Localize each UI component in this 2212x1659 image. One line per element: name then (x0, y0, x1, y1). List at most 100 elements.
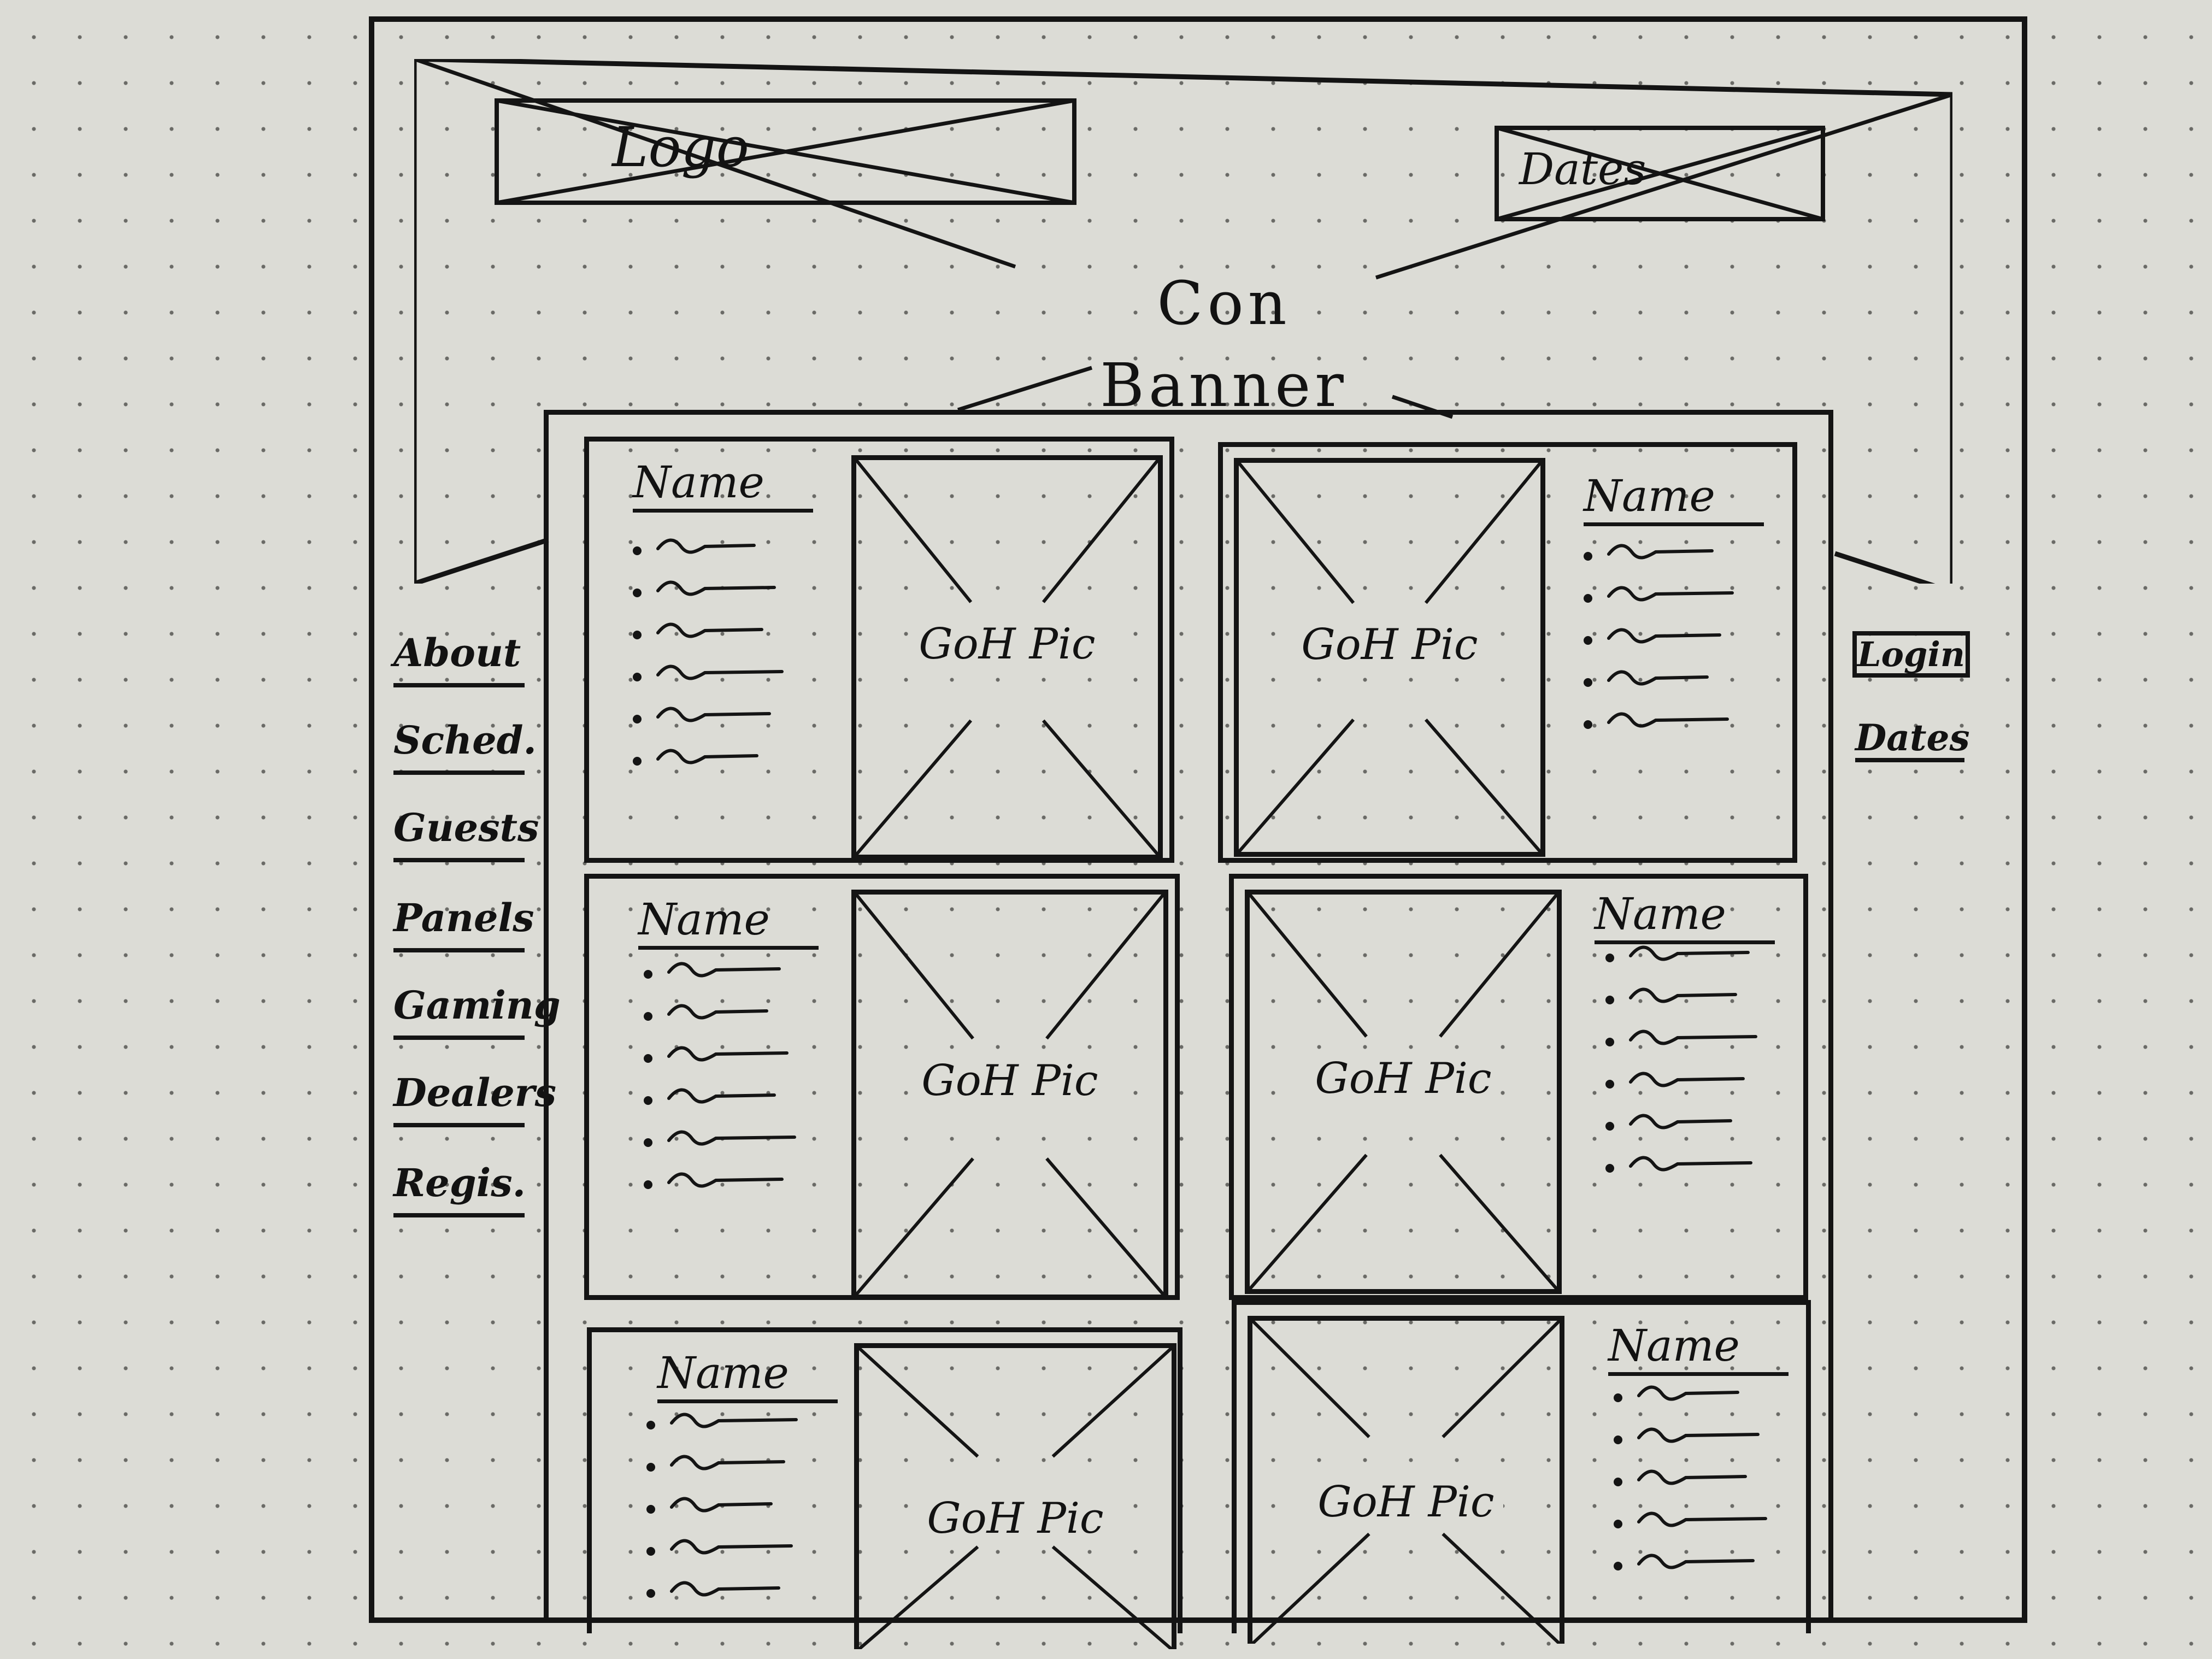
nav-link-guests[interactable]: Guests (393, 798, 539, 862)
bullet-dot (1614, 1393, 1622, 1402)
placeholder-text-squiggle (670, 1539, 793, 1555)
guest-details-list (1584, 540, 1758, 750)
detail-item (1584, 582, 1758, 624)
guest-details-list (646, 1409, 821, 1619)
detail-item (644, 1000, 819, 1042)
guest-name: Name (633, 452, 813, 513)
detail-item (646, 1409, 821, 1451)
placeholder-text-squiggle (670, 1455, 785, 1470)
bullet-dot (646, 1421, 655, 1429)
nav-link-dealers[interactable]: Dealers (393, 1063, 556, 1127)
goh-pic-placeholder: GoH Pic (1234, 458, 1545, 857)
placeholder-text-squiggle (1629, 1072, 1745, 1087)
detail-item (1605, 1110, 1780, 1152)
nav-link-schedule[interactable]: Sched. (393, 710, 537, 775)
guest-card[interactable]: GoH Pic Name (1218, 442, 1797, 863)
bullet-dot (644, 1138, 652, 1147)
goh-pic-placeholder: GoH Pic (851, 455, 1163, 860)
bullet-dot (1614, 1520, 1622, 1528)
guest-name: Name (1608, 1316, 1789, 1376)
placeholder-text-squiggle (667, 962, 781, 978)
goh-pic-placeholder: GoH Pic (1245, 890, 1562, 1294)
goh-pic-label: GoH Pic (1309, 1475, 1503, 1528)
placeholder-cross (856, 460, 1158, 855)
dates-link[interactable]: Dates (1855, 713, 1970, 762)
placeholder-text-squiggle (667, 1172, 784, 1188)
logo-label: Logo (612, 115, 749, 179)
detail-item (646, 1451, 821, 1493)
placeholder-text-squiggle (667, 1130, 796, 1146)
banner-title: Con Banner (1100, 268, 1348, 420)
guest-card[interactable]: GoH Pic Name (1232, 1300, 1811, 1644)
detail-item (633, 576, 808, 619)
detail-item (1614, 1508, 1789, 1550)
detail-item (1584, 666, 1758, 708)
guest-card[interactable]: GoH Pic Name (1229, 874, 1808, 1300)
placeholder-text-squiggle (1637, 1511, 1767, 1527)
placeholder-text-squiggle (667, 1088, 776, 1104)
bullet-dot (1605, 1164, 1614, 1173)
goh-pic-label: GoH Pic (918, 1492, 1113, 1545)
placeholder-text-squiggle (1607, 586, 1734, 602)
detail-item (1584, 624, 1758, 666)
bullet-dot (646, 1463, 655, 1472)
placeholder-cross (1239, 463, 1540, 852)
placeholder-text-squiggle (1637, 1427, 1760, 1443)
placeholder-text-squiggle (1637, 1554, 1755, 1569)
bullet-dot (1605, 996, 1614, 1004)
bullet-dot (633, 589, 642, 597)
guest-name: Name (657, 1343, 838, 1403)
detail-item (1584, 708, 1758, 750)
guest-name: Name (638, 890, 819, 950)
nav-link-panels[interactable]: Panels (393, 888, 534, 952)
guest-details-list (1605, 942, 1780, 1194)
nav-link-about[interactable]: About (393, 623, 525, 687)
placeholder-text-squiggle (656, 749, 758, 764)
main-content: Name GoH Pic GoH Pic Name Name GoH Pic G… (544, 410, 1833, 1649)
bullet-dot (633, 757, 642, 766)
bullet-dot (1614, 1478, 1622, 1486)
placeholder-text-squiggle (656, 580, 776, 596)
bullet-dot (646, 1547, 655, 1556)
detail-item (1605, 1026, 1780, 1068)
detail-item (633, 619, 808, 661)
placeholder-text-squiggle (656, 538, 756, 554)
guest-card[interactable]: Name GoH Pic (587, 1327, 1183, 1649)
placeholder-text-squiggle (1629, 945, 1750, 961)
bullet-dot (644, 1180, 652, 1189)
bullet-dot (1584, 720, 1592, 729)
bullet-dot (1605, 1038, 1614, 1046)
bullet-dot (1614, 1436, 1622, 1444)
detail-item (1605, 1068, 1780, 1110)
bullet-dot (1584, 636, 1592, 645)
bullet-dot (646, 1589, 655, 1598)
placeholder-text-squiggle (656, 664, 784, 680)
bullet-dot (1605, 1080, 1614, 1089)
bullet-dot (633, 673, 642, 681)
placeholder-cross (856, 895, 1163, 1295)
detail-item (1614, 1550, 1789, 1592)
detail-item (1614, 1466, 1789, 1508)
goh-pic-placeholder: GoH Pic (851, 890, 1168, 1299)
bullet-dot (644, 970, 652, 979)
guest-card[interactable]: Name GoH Pic (584, 874, 1180, 1300)
guest-card[interactable]: Name GoH Pic (584, 437, 1174, 863)
detail-item (633, 661, 808, 703)
nav-link-gaming[interactable]: Gaming (393, 975, 561, 1040)
goh-pic-label: GoH Pic (910, 617, 1104, 670)
goh-pic-placeholder: GoH Pic (854, 1343, 1176, 1649)
detail-item (1614, 1423, 1789, 1466)
placeholder-text-squiggle (1629, 1029, 1757, 1045)
bullet-dot (633, 546, 642, 555)
detail-item (644, 1084, 819, 1126)
placeholder-cross (1252, 1321, 1560, 1644)
dates-label: Dates (1519, 144, 1646, 195)
login-button[interactable]: Login (1852, 631, 1970, 678)
placeholder-text-squiggle (1607, 544, 1714, 560)
detail-item (1605, 984, 1780, 1026)
detail-item (1605, 942, 1780, 984)
guest-name: Name (1584, 466, 1764, 526)
nav-link-registration[interactable]: Regis. (393, 1153, 526, 1217)
bullet-dot (1584, 594, 1592, 603)
detail-item (633, 534, 808, 576)
